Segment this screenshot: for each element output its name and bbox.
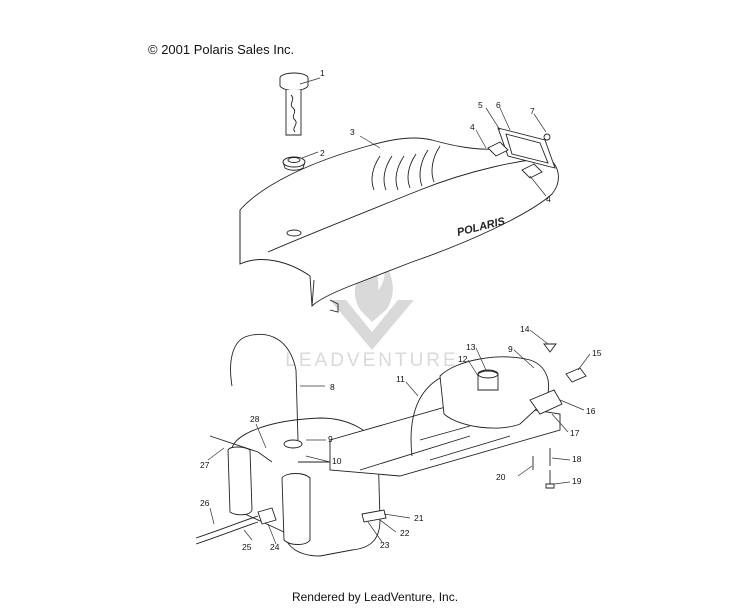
callout-leaders [207, 77, 591, 545]
callout-1: 1 [320, 68, 325, 78]
watermark-text: LEADVENTURE [285, 350, 458, 371]
callout-3: 3 [350, 127, 355, 137]
callout-12: 12 [458, 354, 468, 364]
mount-bolts [532, 448, 555, 489]
callout-11: 11 [396, 374, 405, 384]
fuel-fitting-part [361, 509, 387, 523]
callout-10: 10 [332, 456, 342, 466]
copyright-notice: © 2001 Polaris Sales Inc. [148, 42, 295, 57]
callout-13: 13 [466, 342, 476, 352]
callout-24: 24 [270, 542, 280, 552]
callout-19: 19 [572, 476, 582, 486]
callout-17: 17 [570, 428, 580, 438]
callout-14: 14 [520, 324, 530, 334]
gas-cap-part [279, 72, 309, 136]
callout-21: 21 [414, 513, 424, 523]
callout-16: 16 [586, 406, 596, 416]
callout-18: 18 [572, 454, 582, 464]
mount-bracket-part [565, 367, 587, 383]
callout-9a: 9 [328, 434, 333, 444]
vent-cap-part [543, 343, 557, 353]
fuel-line-part [410, 377, 441, 457]
taillight-assembly [487, 127, 556, 179]
rendered-by-footer: Rendered by LeadVenture, Inc. [291, 590, 459, 604]
fuel-line-and-filter [195, 507, 277, 545]
callout-22: 22 [400, 528, 410, 538]
callout-2: 2 [320, 148, 325, 158]
pickup-line-part [209, 435, 273, 463]
callout-6: 6 [496, 100, 501, 110]
callout-27: 27 [200, 460, 210, 470]
callout-9b: 9 [508, 344, 513, 354]
callout-8: 8 [330, 382, 335, 392]
callout-28: 28 [250, 414, 260, 424]
callout-26: 26 [200, 498, 210, 508]
seat-part: POLARIS [239, 137, 559, 313]
vent-hose-part [230, 333, 299, 441]
callout-4b: 4 [546, 194, 551, 204]
oil-tank-part [439, 356, 563, 429]
callout-7: 7 [530, 106, 535, 116]
callout-20: 20 [496, 472, 506, 482]
callout-5: 5 [478, 100, 483, 110]
callout-numbers: 1 2 3 4 5 6 7 4 8 9 10 11 12 13 14 15 16… [200, 68, 602, 552]
callout-4a: 4 [470, 122, 475, 132]
callout-25: 25 [242, 542, 252, 552]
callout-15: 15 [592, 348, 602, 358]
callout-23: 23 [380, 540, 390, 550]
grommet-part [282, 156, 306, 171]
